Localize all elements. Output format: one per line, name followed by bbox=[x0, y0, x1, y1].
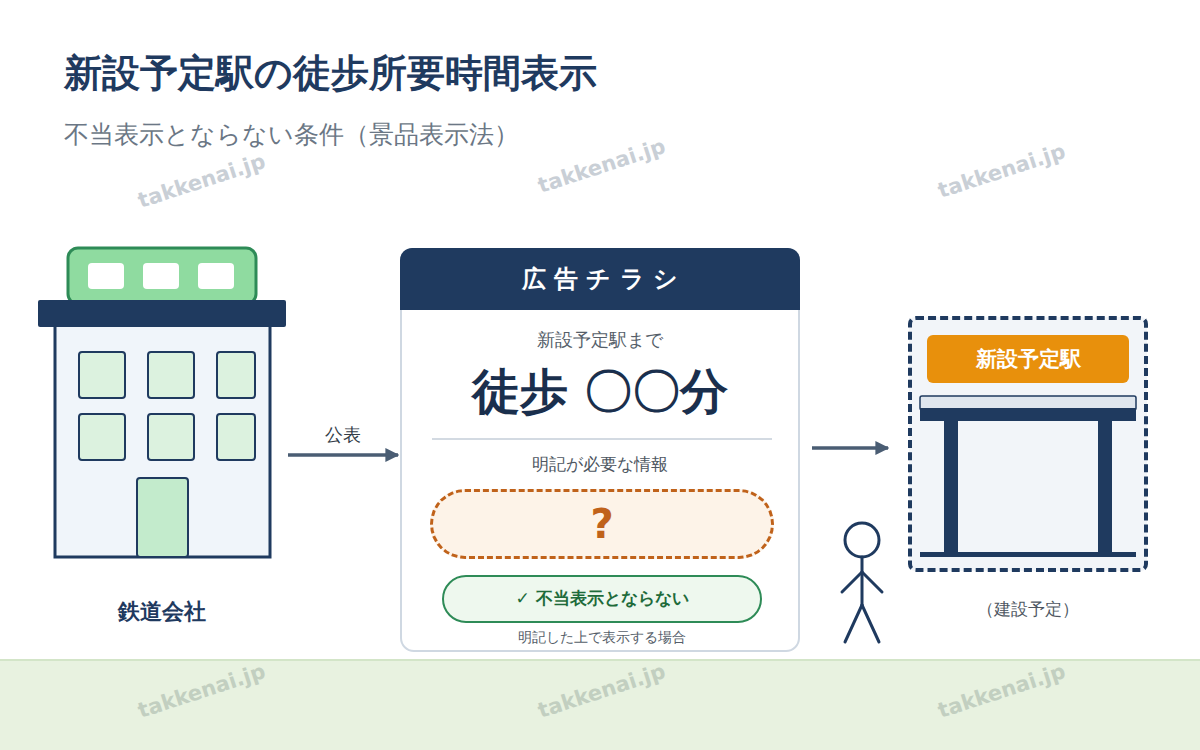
new-station: 新設予定駅 （建設予定） bbox=[908, 316, 1148, 626]
flyer-note: 明記した上で表示する場合 bbox=[444, 629, 760, 647]
ok-badge: ✓ 不当表示とならない明記した上で表示する場合 bbox=[442, 575, 762, 623]
watermark: takkenai.jp bbox=[535, 659, 668, 723]
question-mark: ? bbox=[433, 492, 771, 556]
node-label: （建設予定） bbox=[908, 598, 1148, 621]
walking-person bbox=[842, 523, 882, 642]
edge-label: 公表 bbox=[322, 423, 364, 447]
watermark: takkenai.jp bbox=[935, 139, 1068, 203]
subtitle: 不当表示とならない条件（景品表示法） bbox=[64, 118, 519, 151]
watermark: takkenai.jp bbox=[935, 659, 1068, 723]
title: 新設予定駅の徒歩所要時間表示 bbox=[64, 48, 597, 99]
building-icon bbox=[38, 248, 286, 557]
divider bbox=[432, 438, 772, 440]
flyer-header: 広告チラシ bbox=[400, 248, 800, 310]
station-icon bbox=[909, 317, 1147, 571]
flyer-text: 明記が必要な情報 bbox=[402, 453, 798, 476]
ground-band bbox=[0, 660, 1200, 750]
watermark: takkenai.jp bbox=[135, 659, 268, 723]
ok-text: ✓ 不当表示とならない bbox=[444, 577, 760, 620]
arrow-connector bbox=[288, 453, 398, 457]
station-name: 新設予定駅 bbox=[927, 335, 1129, 383]
ad-flyer: 広告チラシ新設予定駅まで徒歩 〇〇分明記が必要な情報?✓ 不当表示とならない明記… bbox=[400, 248, 800, 652]
arrow-connector bbox=[812, 446, 888, 450]
node-label: 鉄道会社 bbox=[38, 597, 286, 627]
walk-time: 徒歩 〇〇分 bbox=[402, 360, 798, 424]
ground-line bbox=[0, 659, 1200, 661]
required-info-pill: ? bbox=[430, 489, 774, 559]
company-building: 鉄道会社 bbox=[38, 245, 286, 630]
watermark: takkenai.jp bbox=[535, 134, 668, 198]
watermark: takkenai.jp bbox=[135, 149, 268, 213]
flyer-text: 新設予定駅まで bbox=[402, 328, 798, 352]
